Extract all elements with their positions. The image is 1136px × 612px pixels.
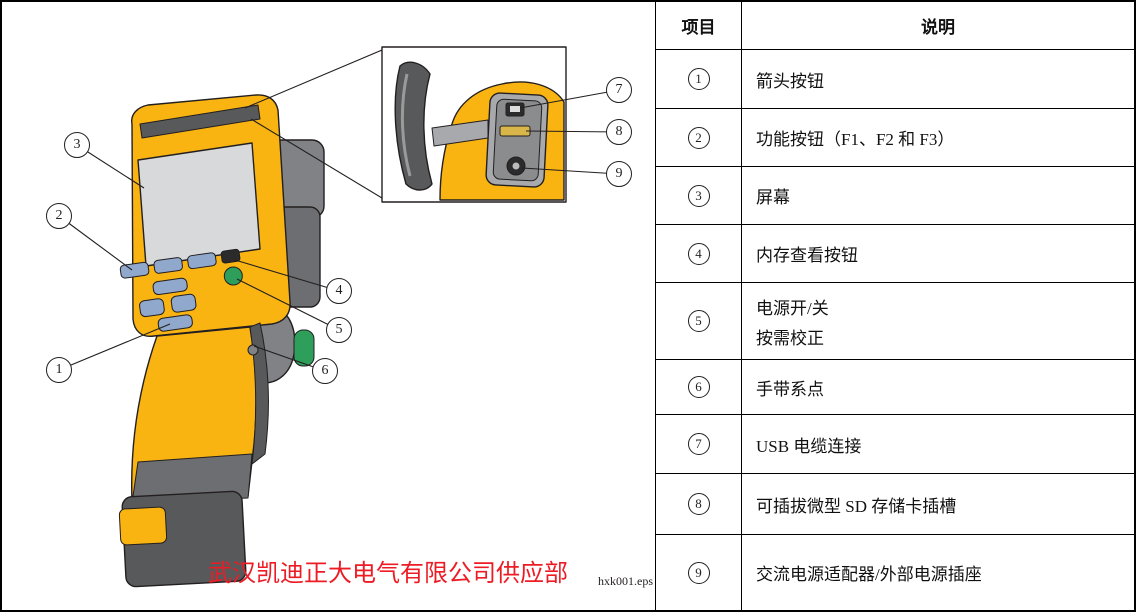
table-row-6-desc: 手带系点: [742, 360, 1134, 415]
supplier-watermark: 武汉凯迪正大电气有限公司供应部: [208, 561, 568, 587]
power-jack-pin: [512, 162, 520, 170]
sd-card-slot: [499, 125, 531, 137]
table-row-1-item: 1: [656, 50, 742, 109]
table-row-8-item: 8: [656, 474, 742, 535]
table-row-7-desc-text: USB 电缆连接: [756, 436, 862, 456]
arrow-right-button: [170, 293, 197, 313]
circled-number-5: 5: [687, 310, 710, 332]
table-row-9-item: 9: [656, 535, 742, 610]
table-row-1-desc-text: 箭头按钮: [756, 71, 824, 91]
callout-7: 7: [606, 77, 632, 103]
thermal-camera-illustration: [118, 94, 325, 588]
button-cluster: [119, 248, 243, 332]
arrow-left-button: [139, 298, 165, 318]
circled-number-1: 1: [687, 68, 710, 90]
arrow-up-button: [152, 277, 188, 296]
callout-9: 9: [606, 161, 632, 187]
table-row-9-desc-text: 交流电源适配器/外部电源插座: [756, 565, 982, 584]
battery-latch: [118, 506, 168, 546]
table-header-desc: 说明: [742, 2, 1134, 50]
f3-button: [187, 252, 217, 270]
circled-number-2: 2: [687, 126, 710, 149]
callout-8: 8: [606, 119, 632, 145]
arrow-down-button: [157, 314, 193, 332]
table-row-2-item: 2: [656, 109, 742, 167]
table-row-7-item: 7: [656, 415, 742, 474]
callout-5: 5: [326, 317, 352, 343]
magnification-lines: [244, 49, 383, 199]
table-row-4-desc: 内存查看按钮: [742, 225, 1134, 283]
table-row-2-desc: 功能按钮（F1、F2 和 F3）: [742, 109, 1134, 167]
table-row-5-desc: 电源开/关 按需校正: [742, 283, 1134, 360]
table-row-5-desc-lines: 电源开/关 按需校正: [756, 294, 829, 349]
figure-filename: hxk001.eps: [598, 574, 653, 588]
table-row-4-desc-text: 内存查看按钮: [756, 246, 858, 265]
callout-1: 1: [46, 357, 72, 383]
circled-number-3: 3: [687, 184, 710, 207]
table-row-4-item: 4: [656, 225, 742, 283]
circled-number-7: 7: [687, 433, 710, 455]
top-cover-strip: [139, 104, 261, 139]
table-row-8-desc-text: 可插拔微型 SD 存储卡插槽: [756, 496, 957, 516]
table-row-3-desc: 屏幕: [742, 167, 1134, 225]
table-row-9-desc: 交流电源适配器/外部电源插座: [742, 535, 1134, 610]
connector-inset: [381, 46, 567, 203]
device-illustration-svg: [58, 46, 620, 588]
power-button: [223, 266, 243, 286]
circled-number-9: 9: [687, 561, 710, 584]
callout-2: 2: [46, 203, 72, 229]
circled-number-8: 8: [687, 493, 710, 515]
grip-front: [249, 322, 269, 465]
usb-port-slot: [510, 106, 520, 112]
callout-3: 3: [64, 132, 90, 158]
table-row-1-desc: 箭头按钮: [742, 50, 1134, 109]
table-row-3-item: 3: [656, 167, 742, 225]
circled-number-4: 4: [687, 242, 710, 265]
trigger-accent: [293, 329, 315, 367]
grip-rubber: [131, 453, 253, 504]
table-row-6-desc-text: 手带系点: [756, 379, 824, 399]
flap-highlight: [400, 73, 412, 177]
callout-6: 6: [312, 358, 338, 384]
camera-screen: [137, 142, 261, 267]
table-row-6-item: 6: [656, 360, 742, 415]
figure-area: 1 2 3 4 5 6 7 8 9 武汉凯迪正大电气有限公司供应部 hxk001…: [2, 2, 655, 610]
table-row-3-desc-text: 屏幕: [756, 188, 790, 207]
table-row-5-desc-line1: 电源开/关: [756, 298, 829, 318]
callout-4: 4: [326, 278, 352, 304]
reference-table: 项目 说明 1 箭头按钮 2 功能按钮（F1、F2 和 F3） 3 屏幕 4 内…: [655, 2, 1134, 610]
connector-recess: [492, 98, 543, 182]
table-row-8-desc: 可插拔微型 SD 存储卡插槽: [742, 474, 1134, 535]
circled-number-6: 6: [687, 376, 710, 398]
table-row-7-desc: USB 电缆连接: [742, 415, 1134, 474]
table-row-2-desc-text: 功能按钮（F1、F2 和 F3）: [756, 130, 955, 149]
callout-leader-lines: [58, 89, 620, 372]
strap-attach-point: [247, 344, 259, 356]
table-header-item: 项目: [656, 2, 742, 50]
table-row-5-desc-line2: 按需校正: [756, 328, 824, 348]
table-row-5-item: 5: [656, 283, 742, 360]
f2-button: [153, 257, 183, 274]
